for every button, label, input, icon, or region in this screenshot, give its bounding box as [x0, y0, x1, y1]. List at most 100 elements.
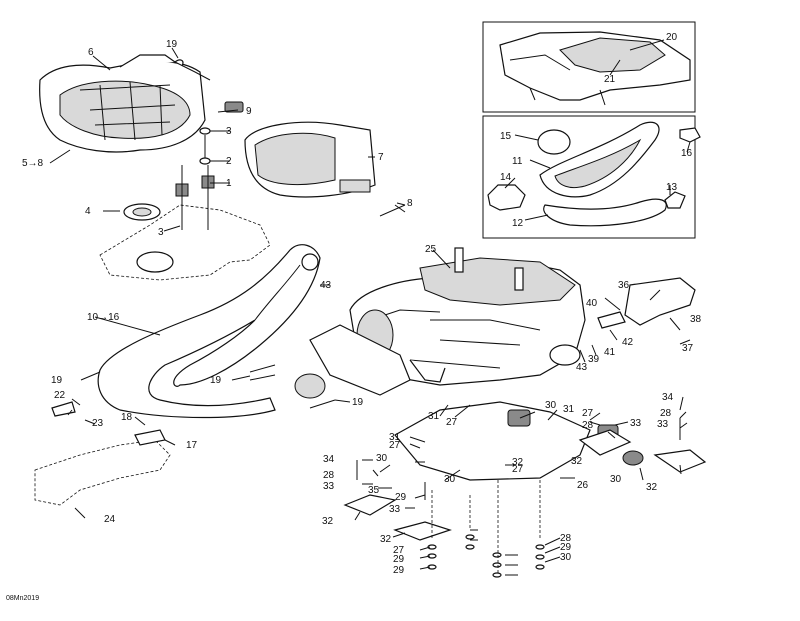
callout-label: 8	[407, 198, 413, 209]
callout-label: 33	[323, 481, 335, 492]
callout-label: 27	[582, 408, 594, 419]
callout-label: 5→8	[22, 158, 44, 169]
callout-label: 33	[657, 419, 669, 430]
callout-label: 3	[226, 126, 232, 137]
mount-stack	[123, 127, 215, 230]
callout-label: 30	[444, 474, 456, 485]
part-15-ring	[537, 129, 571, 155]
callout-label: 28	[323, 470, 335, 481]
callout-label: 31	[389, 432, 401, 443]
callout-label: 38	[690, 314, 702, 325]
callout-label: 2	[226, 156, 232, 167]
callout-label: 21	[604, 74, 616, 85]
left-mounts	[343, 460, 461, 541]
callout-label: 32	[322, 516, 334, 527]
callout-label: 7	[378, 152, 384, 163]
callout-label: 30	[376, 453, 388, 464]
callout-label: 28	[560, 533, 572, 544]
callout-label: 27	[512, 464, 524, 475]
callout-label: 28	[660, 408, 672, 419]
callout-label: 29	[560, 542, 572, 553]
muffler-assembly	[39, 54, 244, 153]
callout-label: 29	[393, 565, 405, 576]
part-26-mount-plate	[394, 401, 591, 481]
callout-label: 28	[582, 420, 594, 431]
callout-label: 40	[586, 298, 598, 309]
callout-label: 30	[610, 474, 622, 485]
callout-label: 43	[576, 362, 588, 373]
inset-plate-assembly	[499, 31, 691, 106]
leader-lines	[49, 39, 691, 576]
callout-label: 34	[323, 454, 335, 465]
callout-label: 32	[571, 456, 583, 467]
callout-label: 19	[51, 375, 63, 386]
exhaust-pipe	[97, 244, 321, 419]
right-mounts	[578, 418, 707, 473]
heat-shield-outline	[99, 204, 271, 281]
callout-label: 19	[352, 397, 364, 408]
callout-label: 24	[104, 514, 116, 525]
callout-label: 33	[389, 504, 401, 515]
part-35-bracket	[624, 277, 696, 326]
callout-label: 33	[630, 418, 642, 429]
callout-label: 12	[512, 218, 524, 229]
callout-label: 4	[85, 206, 91, 217]
callout-label: 25	[425, 244, 437, 255]
callout-label: 32	[380, 534, 392, 545]
callout-label: 14	[500, 172, 512, 183]
callout-label: 18	[121, 412, 133, 423]
part-14-gasket	[487, 184, 526, 211]
callout-label: 6	[88, 47, 94, 58]
part-16-cap	[679, 127, 701, 143]
inset-seat-parts	[487, 121, 701, 227]
callout-label: 32	[512, 457, 524, 468]
lower-heat-plate	[34, 439, 171, 506]
engine-assembly	[349, 247, 586, 386]
callout-label: 41	[604, 347, 616, 358]
callout-label: 22	[54, 390, 66, 401]
callout-label: 17	[186, 440, 198, 451]
silencer-box	[244, 121, 406, 217]
callout-label: 39	[588, 354, 600, 365]
callout-label: 23	[92, 418, 104, 429]
callout-label: 3	[158, 227, 164, 238]
callout-label: 43	[320, 280, 332, 291]
reference-code: 08Mn2019	[6, 595, 39, 602]
inset-box-seat	[482, 115, 696, 239]
callout-label: 36	[618, 280, 630, 291]
callout-label: 10→16	[87, 312, 120, 323]
part-12-seat-base	[543, 198, 667, 227]
callout-label: 19	[210, 375, 222, 386]
callout-label: 30	[545, 400, 557, 411]
part-17-bracket	[134, 429, 166, 446]
callout-label: 26	[577, 480, 589, 491]
inset-box-top	[482, 21, 696, 113]
callout-label: 31	[563, 404, 575, 415]
part-39-spring	[597, 311, 626, 329]
callout-label: 27	[393, 545, 405, 556]
callout-label: 13	[666, 182, 678, 193]
callout-label: 27	[446, 417, 458, 428]
callout-label: 30	[560, 552, 572, 563]
callout-label: 32	[646, 482, 658, 493]
exhaust-manifold	[249, 324, 411, 409]
part-9-pad	[224, 101, 244, 113]
callout-label: 16	[681, 148, 693, 159]
callout-label: 35	[368, 485, 380, 496]
callout-label: 11	[512, 156, 523, 167]
callout-label: 42	[622, 337, 634, 348]
callout-label: 20	[666, 32, 678, 43]
callout-label: 27	[389, 440, 401, 451]
callout-label: 9	[246, 106, 252, 117]
callout-labels: 6 19 5→8 9 3 2 1 4 3 7 8 20 21 15 11 14 …	[6, 32, 702, 602]
callout-label: 1	[226, 178, 232, 189]
callout-label: 34	[662, 392, 674, 403]
callout-label: 37	[682, 343, 694, 354]
callout-label: 15	[500, 131, 512, 142]
callout-label: 29	[393, 554, 405, 565]
callout-label: 19	[166, 39, 178, 50]
callout-label: 29	[395, 492, 407, 503]
callout-label: 31	[428, 411, 440, 422]
